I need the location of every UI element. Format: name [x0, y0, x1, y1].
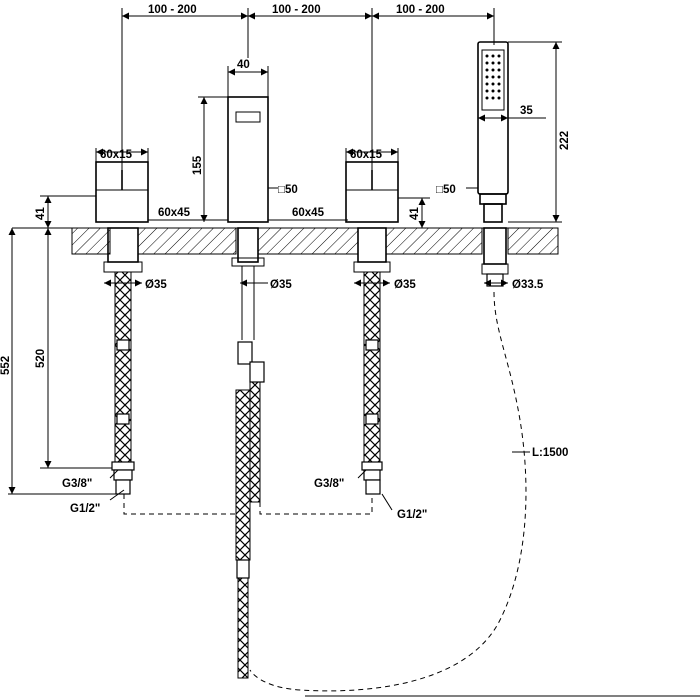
- shower-spray-holes: [485, 54, 501, 100]
- dia-right: Ø35: [394, 279, 416, 291]
- spout-width: 40: [237, 59, 250, 71]
- square-center: □50: [278, 184, 298, 196]
- dia-shower: Ø33.5: [512, 279, 544, 291]
- shower-hose: L:1500: [249, 291, 700, 697]
- total-length: 552: [0, 356, 12, 375]
- base-left-size: 60x45: [158, 207, 191, 219]
- spacing-dimensions: 100 - 200 100 - 200 100 - 200: [121, 4, 495, 190]
- thread-right-large: G1/2": [397, 509, 427, 521]
- spacing-label-1: 100 - 200: [148, 4, 197, 16]
- spacing-label-3: 100 - 200: [396, 4, 445, 16]
- base-center-size: 60x45: [292, 207, 325, 219]
- shower-hose-length: L:1500: [532, 447, 568, 459]
- handle-left-size: 60x15: [100, 149, 133, 161]
- thread-left-small: G3/8": [62, 478, 92, 490]
- vertical-dimensions: 41 520 552: [0, 195, 116, 495]
- base-height-right: 41: [409, 207, 421, 220]
- left-supply-hose: G3/8" G1/2": [62, 271, 135, 515]
- spout-height: 155: [192, 155, 204, 175]
- spout-hoses: [235, 381, 261, 679]
- handshower-height: 222: [559, 131, 571, 150]
- hand-shower: 222 35 □50 Ø33.5: [436, 41, 571, 291]
- square-right: □50: [436, 184, 456, 196]
- handle-right-size: 60x15: [350, 149, 383, 161]
- base-height-left: 41: [35, 207, 47, 220]
- thread-left-large: G1/2": [70, 503, 100, 515]
- left-handle: 60x15 60x45 Ø35: [95, 148, 228, 291]
- right-handle: 60x15 41 Ø35: [345, 148, 430, 291]
- handshower-width: 35: [520, 105, 533, 117]
- deck-section: [12, 227, 559, 255]
- spout: 40 155 Ø35 □50 60x45: [192, 59, 348, 383]
- dia-center: Ø35: [270, 279, 292, 291]
- hose-connections: [123, 494, 373, 515]
- hose-length: 520: [35, 349, 47, 368]
- spacing-label-2: 100 - 200: [272, 4, 321, 16]
- right-supply-hose: G3/8" G1/2": [314, 271, 427, 521]
- dia-left: Ø35: [145, 279, 167, 291]
- thread-right-small: G3/8": [314, 478, 344, 490]
